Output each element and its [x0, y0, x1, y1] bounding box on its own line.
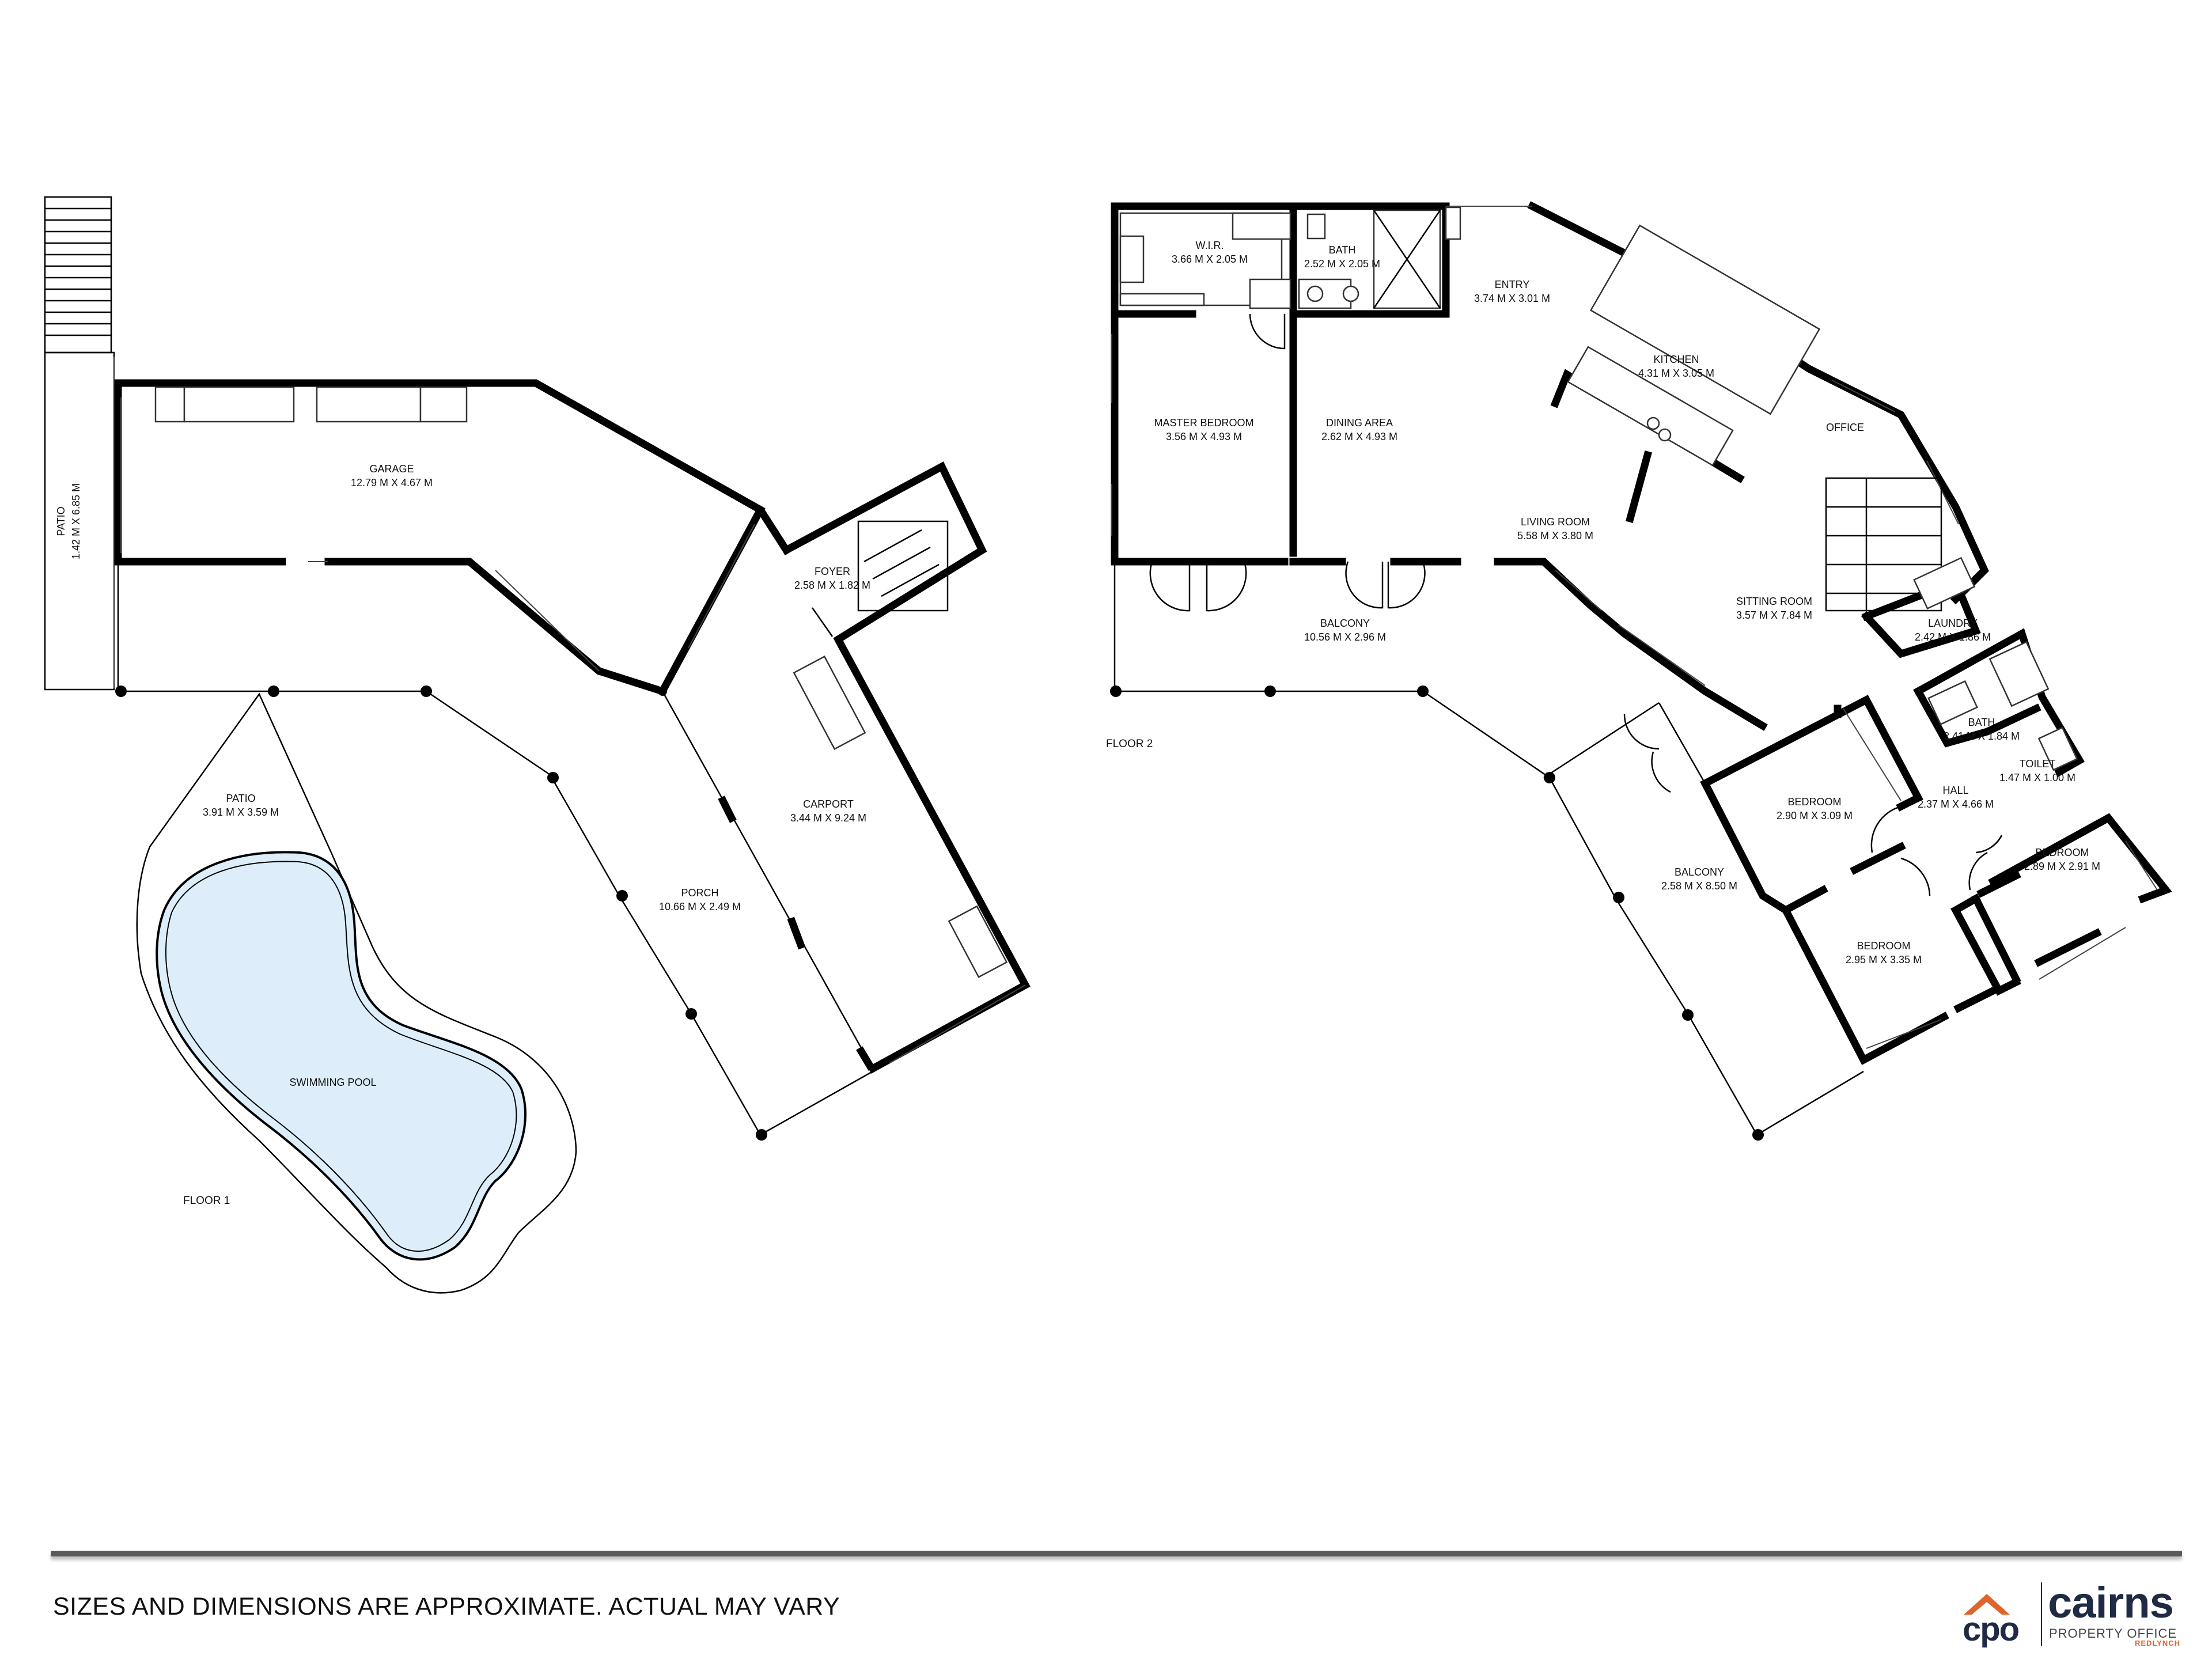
balcony-posts: [1110, 685, 1764, 1141]
pool-patio: [136, 692, 577, 1294]
room-name: BATH: [1968, 717, 1995, 728]
brand-logo: cpo cairns PROPERTY OFFICE REDLYNCH: [1956, 1575, 2186, 1648]
roof-icon: [1964, 1594, 2010, 1615]
room-dims: 2.62 M X 4.93 M: [1321, 431, 1397, 442]
room-name: BALCONY: [1675, 866, 1724, 878]
room-name: LIVING ROOM: [1521, 516, 1590, 528]
floor-1-plan: PATIO 1.42 M X 6.85 M GARAGE 12.79 M X 4…: [44, 196, 1031, 1294]
floor-2-label: FLOOR 2: [1106, 738, 1153, 750]
room-name: SITTING ROOM: [1736, 596, 1812, 607]
room-name: KITCHEN: [1653, 354, 1699, 365]
room-dims: 3.44 M X 9.24 M: [790, 812, 866, 824]
room-dims: 12.79 M X 4.67 M: [351, 477, 433, 488]
stairs: [44, 196, 112, 354]
room-name: LAUNDRY: [1928, 618, 1978, 629]
room-dims: 3.57 M X 7.84 M: [1736, 609, 1812, 621]
room-name: DINING AREA: [1326, 417, 1393, 429]
room-name: SWIMMING POOL: [289, 1077, 376, 1088]
room-dims: 10.56 M X 2.96 M: [1304, 631, 1386, 643]
room-dims: 2.89 M X 2.91 M: [2024, 861, 2100, 872]
brand-name: cairns: [2048, 1578, 2174, 1627]
room-dims: 1.47 M X 1.00 M: [1999, 772, 2075, 783]
room-name: ENTRY: [1495, 279, 1530, 290]
room-dims: 2.58 M X 1.82 M: [794, 579, 870, 591]
room-dims: 3.91 M X 3.59 M: [203, 806, 279, 818]
floor-1-label: FLOOR 1: [183, 1195, 230, 1207]
room-dims: 2.90 M X 3.09 M: [1777, 810, 1853, 821]
room-dims: 3.66 M X 2.05 M: [1172, 253, 1248, 265]
brand-divider: [2041, 1582, 2042, 1646]
room-dims: 5.58 M X 3.80 M: [1517, 530, 1593, 541]
room-dims: 1.42 M X 6.85 M: [70, 483, 82, 559]
brand-mark: cpo: [1963, 1611, 2020, 1648]
room-name: GARAGE: [369, 463, 414, 475]
room-dims: 4.31 M X 3.05 M: [1638, 368, 1714, 379]
room-dims: 3.56 M X 4.93 M: [1166, 431, 1242, 442]
footer-rule: [51, 1551, 2182, 1556]
room-name: BEDROOM: [1787, 796, 1841, 808]
brand-office: PROPERTY OFFICE: [2049, 1626, 2177, 1641]
bedroom-wall: [1700, 695, 1923, 812]
floor-1-labels: PATIO 1.42 M X 6.85 M GARAGE 12.79 M X 4…: [55, 463, 870, 1207]
floor-2-labels: W.I.R. 3.66 M X 2.05 M BATH 2.52 M X 2.0…: [1106, 240, 2100, 965]
room-name: HALL: [1942, 785, 1968, 796]
room-name: W.I.R.: [1196, 240, 1224, 251]
room-name: FOYER: [815, 566, 850, 577]
master-bedroom-wall: [1111, 552, 1289, 566]
room-name: TOILET: [2020, 758, 2056, 770]
room-name: BEDROOM: [1857, 940, 1910, 952]
room-dims: 2.52 M X 2.05 M: [1304, 258, 1380, 270]
room-name: PATIO: [226, 793, 255, 804]
room-name: PATIO: [55, 506, 67, 536]
room-dims: 2.58 M X 8.50 M: [1661, 880, 1737, 892]
garage-wall: [114, 379, 791, 555]
porch-outline: [117, 562, 873, 1136]
room-name: MASTER BEDROOM: [1154, 417, 1253, 429]
room-dims: 10.66 M X 2.49 M: [659, 901, 741, 912]
room-name: BEDROOM: [2035, 847, 2089, 858]
swimming-pool: [156, 851, 527, 1261]
brand-suburb: REDLYNCH: [2134, 1639, 2180, 1647]
foyer-wall: [781, 461, 1031, 1074]
room-name: BATH: [1329, 244, 1356, 256]
floor-2-plan: W.I.R. 3.66 M X 2.05 M BATH 2.52 M X 2.0…: [1106, 201, 2172, 1141]
room-name: PORCH: [681, 887, 718, 899]
room-name: CARPORT: [803, 798, 854, 810]
balcony-outline: [1113, 562, 1864, 1136]
room-dims: 2.37 M X 4.66 M: [1918, 798, 1994, 810]
room-dims: 2.41 M X 1.84 M: [1944, 730, 2020, 742]
room-name: BALCONY: [1320, 618, 1370, 629]
room-dims: 3.74 M X 3.01 M: [1474, 293, 1550, 304]
room-name: OFFICE: [1826, 422, 1864, 433]
porch-posts: [115, 685, 767, 1141]
room-dims: 2.95 M X 3.35 M: [1846, 954, 1922, 965]
room-dims: 2.42 M X 1.86 M: [1915, 631, 1991, 643]
disclaimer: SIZES AND DIMENSIONS ARE APPROXIMATE. AC…: [53, 1593, 840, 1620]
